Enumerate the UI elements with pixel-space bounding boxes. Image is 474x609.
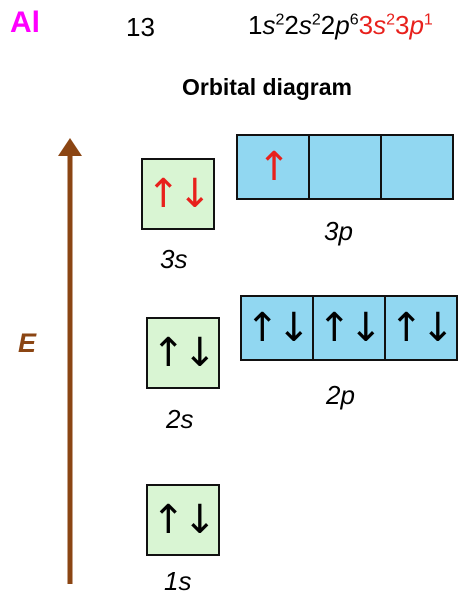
energy-axis-arrowhead xyxy=(58,138,82,156)
element-symbol: Al xyxy=(10,6,40,39)
orbital-2p-cell-1-arrows: ↑↓ xyxy=(245,305,310,351)
orbital-2p-cell-3-arrows: ↑↓ xyxy=(389,305,454,351)
orbital-2p-cell-2-arrows: ↑↓ xyxy=(317,305,382,351)
config-term-3p: 3p1 xyxy=(394,10,433,40)
orbital-2s-label: 2s xyxy=(166,404,194,434)
orbital-3p-cell-1-arrows: ↑ xyxy=(257,144,290,190)
orbital-2p-cell-2: ↑↓ xyxy=(312,295,386,361)
diagram-title: Orbital diagram xyxy=(182,74,352,100)
config-term-3s: 3s2 xyxy=(358,10,395,40)
orbital-1s-label: 1s xyxy=(164,566,192,596)
orbital-1s-arrows: ↑↓ xyxy=(151,497,216,543)
config-term-2s: 2s2 xyxy=(284,10,321,40)
energy-axis-label: E xyxy=(18,328,37,358)
orbital-2p-cell-3: ↑↓ xyxy=(384,295,458,361)
electron-configuration: 1s22s22p63s23p1 xyxy=(248,10,433,41)
orbital-2p-row: ↑↓ ↑↓ ↑↓ xyxy=(240,295,458,361)
orbital-1s-box: ↑↓ xyxy=(146,484,220,556)
orbital-2p-cell-1: ↑↓ xyxy=(240,295,314,361)
orbital-2s-arrows: ↑↓ xyxy=(151,330,216,376)
orbital-3s-arrows: ↑↓ xyxy=(146,171,211,217)
orbital-3p-cell-1: ↑ xyxy=(236,134,310,200)
config-term-2p: 2p6 xyxy=(320,10,359,40)
orbital-2s-box: ↑↓ xyxy=(146,317,220,389)
orbital-3p-label: 3p xyxy=(324,216,353,246)
orbital-3p-cell-3 xyxy=(380,134,454,200)
orbital-3p-cell-2 xyxy=(308,134,382,200)
orbital-3s-box: ↑↓ xyxy=(141,158,215,230)
orbital-2p-label: 2p xyxy=(326,380,355,410)
orbital-3s-label: 3s xyxy=(160,244,188,274)
atomic-number: 13 xyxy=(126,12,155,42)
energy-axis-arrow xyxy=(58,138,82,584)
config-term-1s: 1s2 xyxy=(248,10,285,40)
orbital-3p-row: ↑ xyxy=(236,134,454,200)
